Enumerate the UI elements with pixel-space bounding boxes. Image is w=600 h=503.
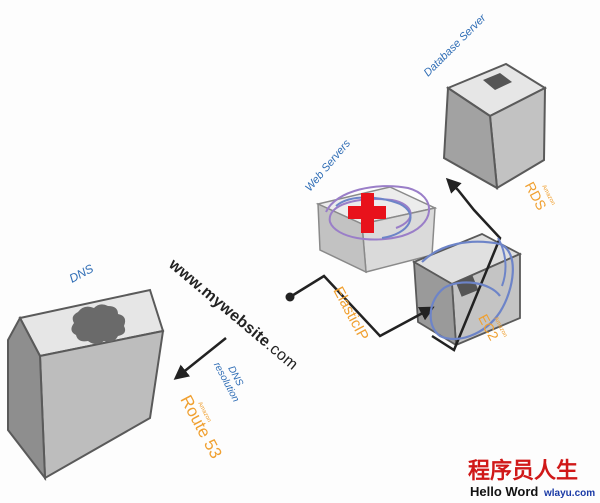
dns-resolution-label: DNS resolution xyxy=(211,355,251,404)
red-cross-icon xyxy=(348,193,386,233)
cloud-icon xyxy=(71,304,126,344)
scribble-annotations xyxy=(325,185,514,341)
watermark-site: wlayu.com xyxy=(543,488,595,499)
ec2-to-rds-path xyxy=(431,177,502,352)
chip-icon xyxy=(455,275,479,297)
dns-resolution-arrow xyxy=(173,337,227,380)
watermark: 程序员人生 Hello Word wlayu.com xyxy=(468,458,595,499)
route53-label: Amazon Route 53 xyxy=(176,392,225,462)
database-server-label: Database Server xyxy=(422,11,490,79)
web-servers-label: Web Servers xyxy=(303,137,353,194)
website-url: www.mywebsite.com xyxy=(165,255,301,373)
watermark-hello: Hello Word xyxy=(470,484,538,499)
elasticip-path xyxy=(289,274,435,338)
ec2-block xyxy=(411,233,523,347)
dns-label: DNS xyxy=(67,261,96,285)
database-icon xyxy=(483,73,512,90)
route53-block xyxy=(7,288,165,482)
svg-text:ElasticIP: ElasticIP xyxy=(329,284,371,344)
elasticip-label: ElasticIP xyxy=(329,284,371,344)
rds-label: Amazon RDS xyxy=(522,179,556,213)
connectors xyxy=(173,177,502,380)
watermark-chinese: 程序员人生 xyxy=(468,458,578,483)
rds-block xyxy=(442,62,548,190)
